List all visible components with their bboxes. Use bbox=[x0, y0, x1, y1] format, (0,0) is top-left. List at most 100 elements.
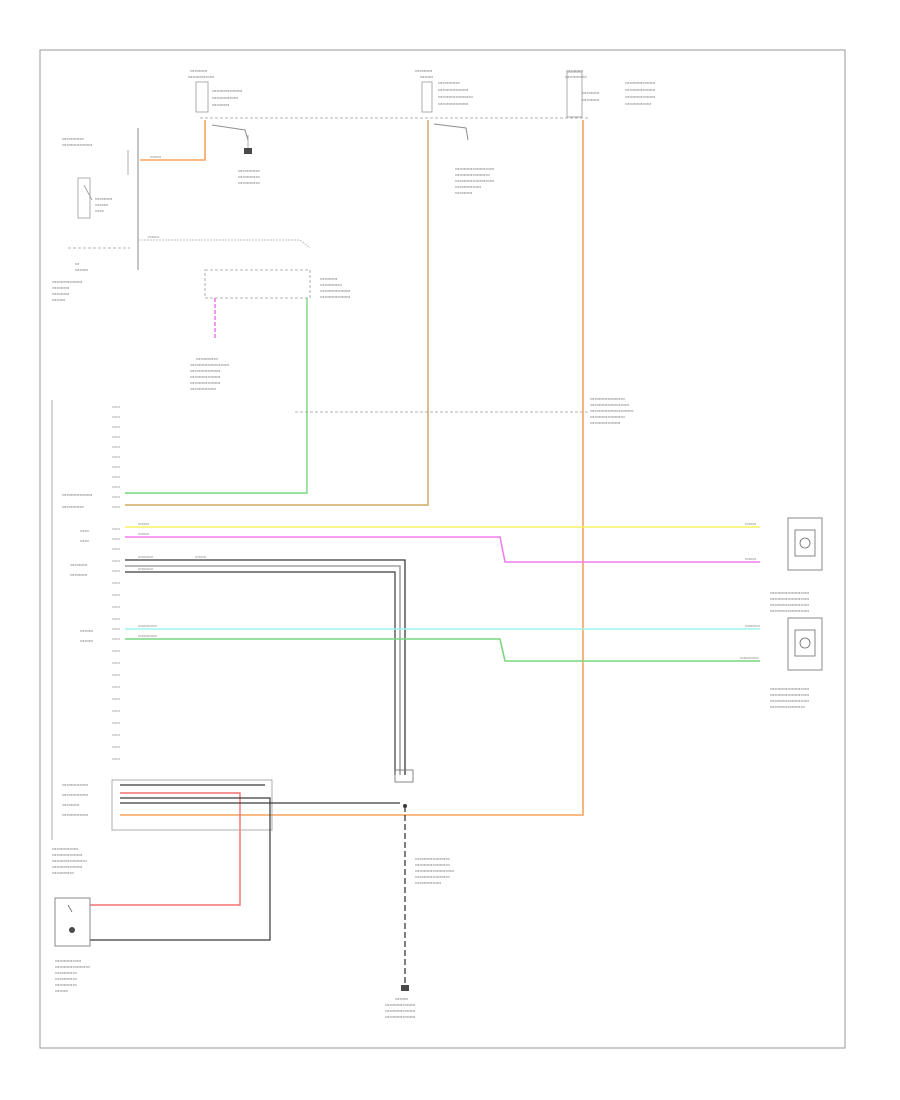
svg-text:▭▭▭▭: ▭▭▭▭ bbox=[582, 91, 599, 96]
svg-text:▭▭: ▭▭ bbox=[112, 648, 120, 653]
svg-text:▭▭▭▭▭▭▭▭▭: ▭▭▭▭▭▭▭▭▭ bbox=[590, 403, 629, 408]
svg-text:▭▭: ▭▭ bbox=[112, 546, 120, 551]
svg-text:▭▭▭▭▭▭▭: ▭▭▭▭▭▭▭ bbox=[625, 88, 655, 93]
control-module: ▭▭ ▭▭ ▭▭ ▭▭ ▭▭ ▭▭ ▭▭ ▭▭ ▭▭ ▭▭ ▭▭ ▭▭ ▭▭ ▭… bbox=[51, 400, 120, 840]
svg-text:▭▭▭▭▭: ▭▭▭▭▭ bbox=[196, 357, 218, 362]
svg-text:▭▭▭▭▭▭▭: ▭▭▭▭▭▭▭ bbox=[438, 88, 468, 93]
svg-text:▭▭: ▭▭ bbox=[112, 720, 120, 725]
svg-text:▭▭▭▭▭▭▭▭▭: ▭▭▭▭▭▭▭▭▭ bbox=[770, 687, 809, 692]
svg-text:▭▭: ▭▭ bbox=[112, 494, 120, 499]
svg-text:▭▭▭▭: ▭▭▭▭ bbox=[138, 554, 153, 559]
fuse-block-right: ▭▭▭▭ ▭▭▭▭▭ ▭▭▭▭ ▭▭▭▭ ▭▭▭▭▭▭▭ ▭▭▭▭▭▭▭ ▭▭▭… bbox=[565, 69, 655, 118]
svg-text:▭▭: ▭▭ bbox=[112, 604, 120, 609]
svg-text:▭▭▭▭▭: ▭▭▭▭▭ bbox=[565, 75, 587, 80]
svg-text:▭▭▭▭▭: ▭▭▭▭▭ bbox=[62, 505, 84, 510]
svg-text:▭▭: ▭▭ bbox=[112, 414, 120, 419]
wire-orange-generator bbox=[140, 120, 206, 161]
svg-text:▭▭▭▭▭: ▭▭▭▭▭ bbox=[238, 175, 260, 180]
svg-text:▭▭: ▭▭ bbox=[112, 636, 120, 641]
svg-text:▭▭▭: ▭▭▭ bbox=[75, 268, 88, 273]
transfer-case-motor: ▭▭▭▭▭▭ ▭▭▭▭▭▭▭▭ ▭▭▭▭▭ ▭▭▭▭▭ ▭▭▭▭▭ ▭▭▭ bbox=[54, 897, 91, 994]
fuse-block-center: ▭▭▭▭ ▭▭▭ ▭▭▭▭▭ ▭▭▭▭▭▭▭ ▭▭▭▭▭▭▭▭ ▭▭▭▭▭▭▭ bbox=[415, 69, 473, 113]
svg-text:▭▭▭▭▭▭▭▭▭: ▭▭▭▭▭▭▭▭▭ bbox=[770, 597, 809, 602]
svg-text:▭▭▭▭▭: ▭▭▭▭▭ bbox=[320, 283, 342, 288]
svg-text:▭▭▭: ▭▭▭ bbox=[80, 629, 93, 634]
svg-text:▭▭▭: ▭▭▭ bbox=[195, 554, 207, 559]
svg-text:▭▭▭▭▭: ▭▭▭▭▭ bbox=[62, 137, 84, 142]
ground-icon: ▭▭▭▭▭ ▭▭▭▭▭ ▭▭▭▭▭ bbox=[238, 135, 260, 186]
svg-text:▭▭: ▭▭ bbox=[112, 504, 120, 509]
pin-labels: ▭▭ ▭▭ ▭▭ ▭▭ ▭▭ ▭▭ ▭▭ ▭▭ ▭▭ ▭▭ ▭▭ ▭▭ ▭▭ ▭… bbox=[112, 404, 120, 761]
svg-text:▭▭: ▭▭ bbox=[112, 580, 120, 585]
svg-text:▭▭▭▭▭▭▭▭: ▭▭▭▭▭▭▭▭ bbox=[455, 173, 490, 178]
wire-orange-battery bbox=[120, 120, 584, 816]
svg-text:▭▭▭: ▭▭▭ bbox=[148, 234, 160, 239]
svg-text:▭▭▭▭▭▭▭: ▭▭▭▭▭▭▭ bbox=[385, 1015, 415, 1020]
svg-text:▭▭▭▭▭: ▭▭▭▭▭ bbox=[238, 169, 260, 174]
svg-text:▭▭: ▭▭ bbox=[112, 672, 120, 677]
svg-text:▭▭▭▭▭: ▭▭▭▭▭ bbox=[740, 655, 759, 660]
svg-text:▭▭▭▭▭▭▭▭▭: ▭▭▭▭▭▭▭▭▭ bbox=[770, 603, 809, 608]
svg-text:▭▭▭▭▭▭▭: ▭▭▭▭▭▭▭ bbox=[62, 493, 92, 498]
svg-text:▭▭: ▭▭ bbox=[112, 434, 120, 439]
svg-text:▭▭: ▭▭ bbox=[112, 744, 120, 749]
svg-text:▭▭▭▭: ▭▭▭▭ bbox=[745, 623, 760, 628]
svg-text:▭▭▭▭▭▭: ▭▭▭▭▭▭ bbox=[415, 881, 441, 886]
svg-text:▭▭: ▭▭ bbox=[80, 539, 89, 544]
wire-red-motor bbox=[90, 792, 241, 906]
svg-text:▭▭▭▭: ▭▭▭▭ bbox=[95, 197, 112, 202]
svg-text:▭▭: ▭▭ bbox=[112, 526, 120, 531]
wire-gray-generator bbox=[138, 239, 311, 249]
circuit-labels: ▭▭▭▭▭▭▭ ▭▭▭▭▭ ▭▭ ▭▭ ▭▭▭▭ ▭▭▭▭ ▭▭▭ ▭▭▭ bbox=[62, 493, 93, 644]
svg-text:▭▭▭▭▭▭: ▭▭▭▭▭▭ bbox=[62, 783, 88, 788]
svg-text:▭▭▭: ▭▭▭ bbox=[55, 989, 68, 994]
svg-text:▭▭▭▭: ▭▭▭▭ bbox=[190, 69, 207, 74]
svg-text:▭▭▭▭▭▭▭▭: ▭▭▭▭▭▭▭▭ bbox=[438, 95, 473, 100]
svg-text:▭▭▭▭▭▭▭: ▭▭▭▭▭▭▭ bbox=[625, 95, 655, 100]
svg-text:▭▭: ▭▭ bbox=[95, 209, 104, 214]
svg-text:▭▭: ▭▭ bbox=[112, 568, 120, 573]
wire-black-motor-return bbox=[90, 797, 271, 941]
svg-text:▭▭▭▭▭▭: ▭▭▭▭▭▭ bbox=[188, 75, 214, 80]
svg-text:▭▭▭▭▭▭▭: ▭▭▭▭▭▭▭ bbox=[52, 853, 82, 858]
svg-text:▭▭▭▭▭▭: ▭▭▭▭▭▭ bbox=[455, 185, 481, 190]
sensor-icon bbox=[794, 529, 816, 557]
svg-text:▭▭▭▭▭▭: ▭▭▭▭▭▭ bbox=[212, 96, 238, 101]
svg-text:▭▭▭▭▭▭▭▭▭: ▭▭▭▭▭▭▭▭▭ bbox=[770, 693, 809, 698]
svg-text:▭▭▭▭: ▭▭▭▭ bbox=[566, 69, 583, 74]
svg-text:▭▭▭▭▭▭▭▭▭: ▭▭▭▭▭▭▭▭▭ bbox=[770, 591, 809, 596]
svg-text:▭▭▭▭▭▭▭: ▭▭▭▭▭▭▭ bbox=[62, 143, 92, 148]
svg-text:▭▭▭▭▭▭▭▭▭: ▭▭▭▭▭▭▭▭▭ bbox=[455, 179, 494, 184]
encoder-connector: ▭▭▭▭▭▭ ▭▭▭▭▭▭ ▭▭▭▭ ▭▭▭▭▭▭ ▭▭▭▭▭▭ ▭▭▭▭▭▭▭… bbox=[52, 779, 273, 876]
svg-text:▭▭▭▭▭▭: ▭▭▭▭▭▭ bbox=[62, 813, 88, 818]
svg-text:▭▭▭▭▭▭▭: ▭▭▭▭▭▭▭ bbox=[190, 375, 220, 380]
svg-text:▭▭▭▭▭: ▭▭▭▭▭ bbox=[55, 983, 77, 988]
svg-text:▭▭: ▭▭ bbox=[112, 558, 120, 563]
svg-text:▭▭▭▭▭▭▭: ▭▭▭▭▭▭▭ bbox=[52, 865, 82, 870]
connector-box: ▭▭▭▭ ▭▭▭▭▭ ▭▭▭▭▭▭▭ ▭▭▭▭▭▭▭ bbox=[204, 269, 350, 300]
svg-text:▭▭▭▭▭: ▭▭▭▭▭ bbox=[238, 181, 260, 186]
svg-text:▭▭: ▭▭ bbox=[112, 404, 120, 409]
svg-text:▭▭▭▭▭▭▭▭▭: ▭▭▭▭▭▭▭▭▭ bbox=[770, 609, 809, 614]
svg-text:▭▭: ▭▭ bbox=[112, 616, 120, 621]
svg-text:▭▭▭▭▭▭▭▭▭: ▭▭▭▭▭▭▭▭▭ bbox=[455, 167, 494, 172]
svg-text:▭▭▭▭▭▭: ▭▭▭▭▭▭ bbox=[625, 102, 651, 107]
svg-text:▭▭: ▭▭ bbox=[112, 660, 120, 665]
svg-text:▭▭▭: ▭▭▭ bbox=[420, 75, 433, 80]
wire-green-serial-data bbox=[125, 298, 308, 494]
svg-text:▭▭▭▭: ▭▭▭▭ bbox=[212, 103, 229, 108]
svg-text:▭▭▭▭: ▭▭▭▭ bbox=[70, 563, 87, 568]
svg-text:▭▭▭: ▭▭▭ bbox=[138, 531, 150, 536]
svg-text:▭▭: ▭▭ bbox=[112, 444, 120, 449]
svg-text:▭▭▭▭▭▭▭: ▭▭▭▭▭▭▭ bbox=[320, 289, 350, 294]
svg-text:▭▭▭▭▭▭▭▭: ▭▭▭▭▭▭▭▭ bbox=[590, 415, 625, 420]
svg-text:▭▭▭▭▭▭▭: ▭▭▭▭▭▭▭ bbox=[52, 280, 82, 285]
svg-text:▭▭▭▭▭▭▭: ▭▭▭▭▭▭▭ bbox=[590, 421, 620, 426]
svg-text:▭▭▭: ▭▭▭ bbox=[52, 298, 65, 303]
svg-text:▭▭: ▭▭ bbox=[112, 464, 120, 469]
svg-text:▭▭: ▭▭ bbox=[112, 626, 120, 631]
svg-text:▭▭▭▭▭▭▭: ▭▭▭▭▭▭▭ bbox=[320, 295, 350, 300]
svg-text:▭▭▭▭: ▭▭▭▭ bbox=[70, 573, 87, 578]
svg-text:▭▭: ▭▭ bbox=[112, 424, 120, 429]
svg-text:▭▭▭: ▭▭▭ bbox=[80, 639, 93, 644]
